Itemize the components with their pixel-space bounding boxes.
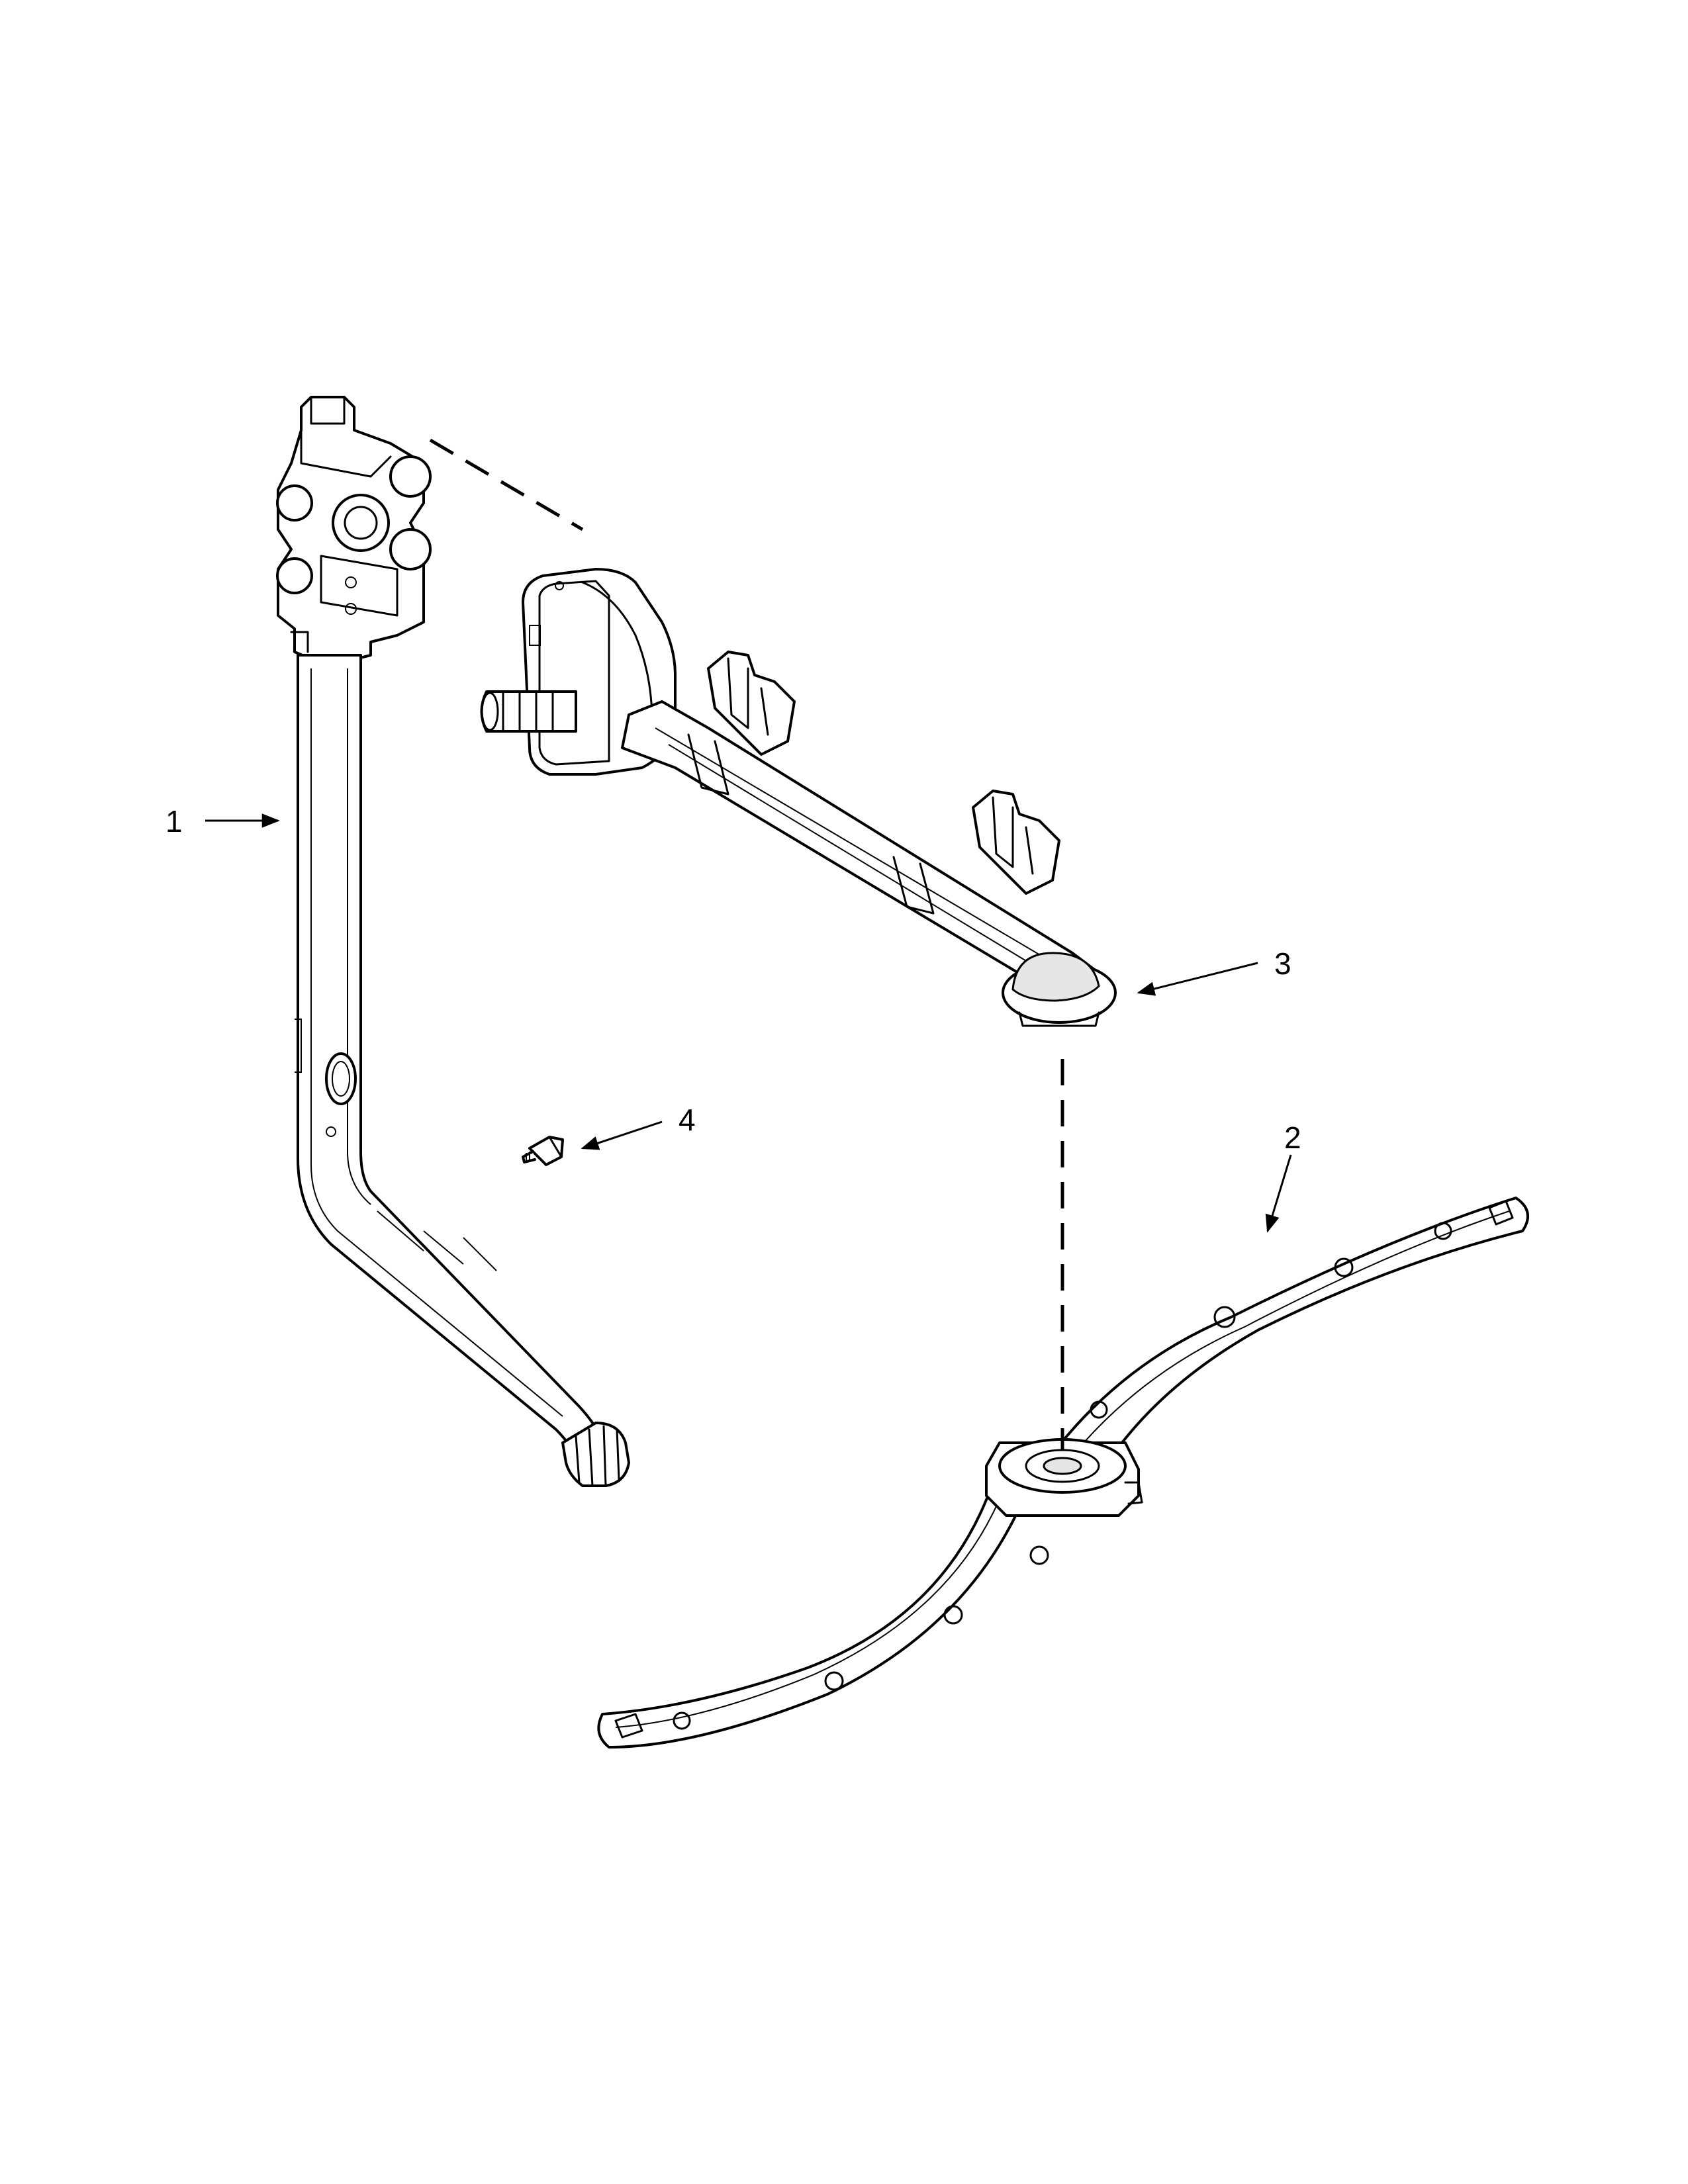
callout-label-2: 2 xyxy=(1284,1120,1301,1155)
callout-label-3: 3 xyxy=(1274,946,1291,981)
leader-4 xyxy=(581,1120,663,1150)
part-3-spray-arm-manifold xyxy=(480,568,1117,1027)
leader-3 xyxy=(1137,962,1258,996)
callout-label-4: 4 xyxy=(679,1103,696,1137)
part-1-feed-tube xyxy=(276,396,630,1487)
callout-label-1: 1 xyxy=(165,804,183,839)
part-2-lower-spray-arm xyxy=(597,1197,1529,1749)
leader-2 xyxy=(1265,1154,1292,1233)
alignment-line-manifold xyxy=(429,438,584,531)
part-4-screw xyxy=(522,1136,564,1166)
